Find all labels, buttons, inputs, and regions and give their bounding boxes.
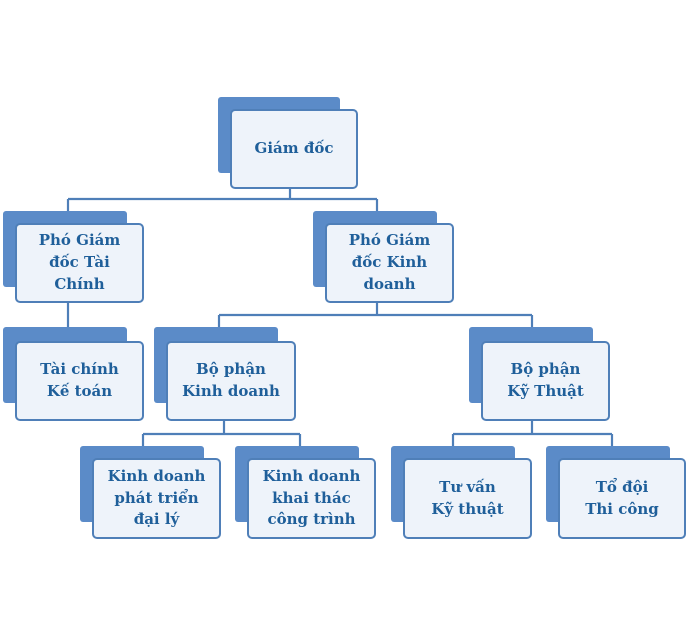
node-label: Phó Giám đốc Tài Chính bbox=[38, 231, 121, 293]
node-label: Tài chính Kế toán bbox=[40, 360, 119, 400]
node-label: Tổ đội Thi công bbox=[585, 477, 659, 518]
node-label: Giám đốc bbox=[254, 139, 334, 158]
node-label: Kinh doanh phát triển đại lý bbox=[107, 466, 206, 529]
node-label: Bộ phận Kỹ Thuật bbox=[507, 360, 584, 400]
node-label: Kinh doanh khai thác công trình bbox=[262, 466, 361, 529]
node-label: Tư vấn Kỹ thuật bbox=[431, 477, 504, 518]
node-label: Bộ phận Kinh doanh bbox=[182, 360, 280, 400]
node-label: Phó Giám đốc Kinh doanh bbox=[348, 231, 431, 293]
